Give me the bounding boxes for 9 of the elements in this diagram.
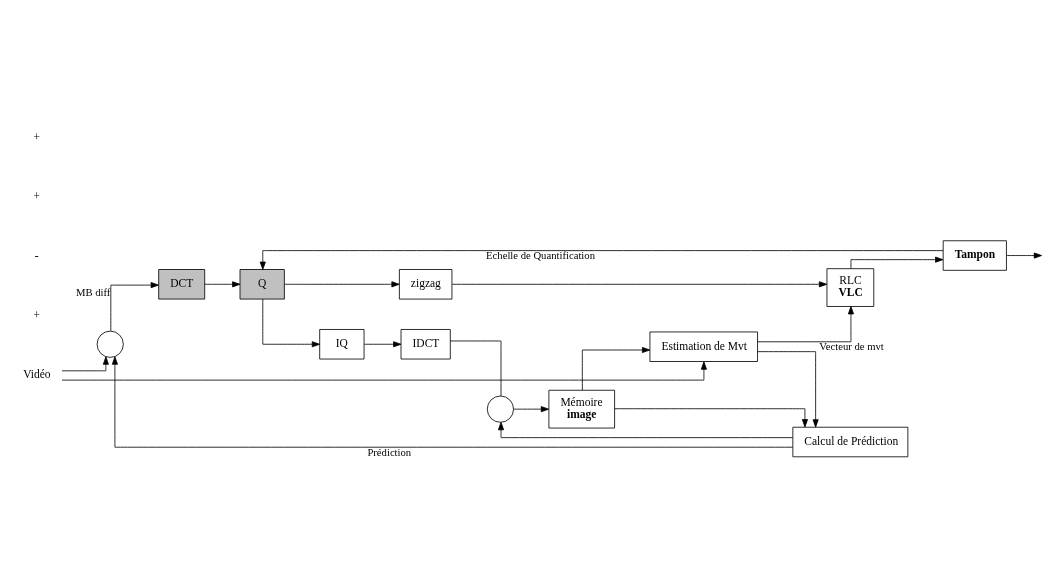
edge-label: Vecteur de mvt <box>819 339 884 352</box>
label: + <box>33 130 40 143</box>
label: - <box>34 248 39 261</box>
edge-label: Echelle de Quantification <box>486 248 595 261</box>
edge-label: Prédiction <box>367 445 412 458</box>
edge-label: MB diff <box>75 285 111 298</box>
label: + <box>33 189 40 202</box>
label: + <box>33 308 40 321</box>
node-text: Vidéo <box>23 367 51 380</box>
